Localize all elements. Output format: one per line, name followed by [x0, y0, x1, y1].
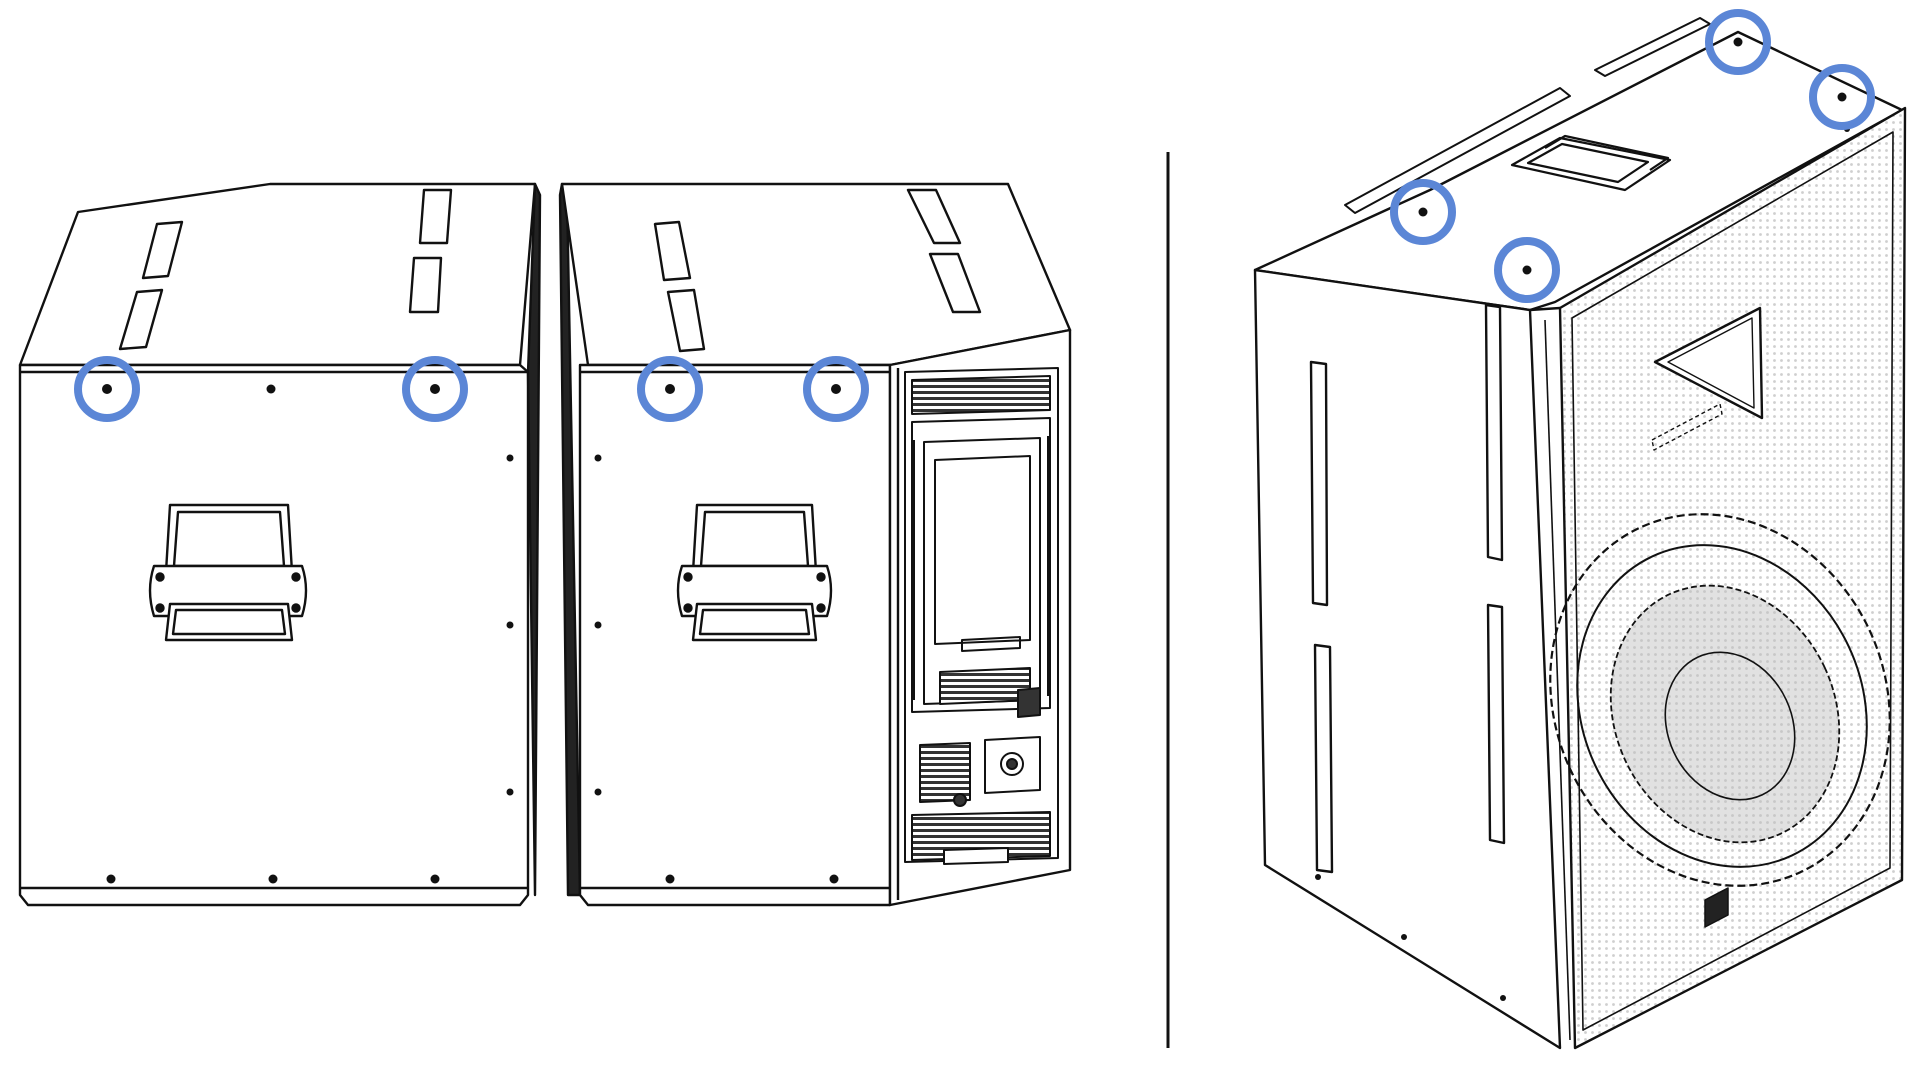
screw-hole-icon [430, 874, 440, 884]
screw-hole-icon [829, 874, 839, 884]
highlight-ring-icon [1705, 9, 1771, 75]
rear-handle [676, 503, 833, 642]
screw-hole-icon [1522, 265, 1532, 275]
highlight-ring-icon [1809, 64, 1875, 130]
iso-screw-holes [1315, 37, 1850, 1001]
highlight-ring-icon [637, 356, 703, 422]
highlight-ring-icon [402, 356, 468, 422]
screw-hole-icon [594, 788, 602, 796]
screw-hole-icon [665, 384, 675, 394]
iso-callouts [1390, 9, 1875, 303]
screw-hole-icon [1315, 874, 1321, 880]
side-screw-holes [102, 384, 514, 884]
rear-screw-holes [594, 384, 841, 884]
speaker-isometric-view [1253, 17, 1907, 1050]
speaker-side-view [18, 182, 542, 907]
screw-hole-icon [1837, 92, 1847, 102]
screw-hole-icon [1401, 934, 1407, 940]
highlight-ring-icon [74, 356, 140, 422]
screw-hole-icon [594, 621, 602, 629]
screw-hole-icon [268, 874, 278, 884]
screw-hole-icon [430, 384, 440, 394]
side-handle [148, 503, 308, 642]
highlight-ring-icon [1390, 179, 1456, 245]
screw-hole-icon [665, 874, 675, 884]
screw-hole-icon [266, 384, 276, 394]
woofer [1549, 513, 1891, 887]
screw-hole-icon [106, 874, 116, 884]
screw-hole-icon [594, 454, 602, 462]
screw-hole-icon [831, 384, 841, 394]
speaker-rear-view [558, 182, 1072, 907]
screw-hole-icon [506, 621, 514, 629]
screw-hole-icon [102, 384, 112, 394]
screw-hole-icon [1418, 207, 1428, 217]
screw-hole-icon [1733, 37, 1743, 47]
top-handle [1510, 134, 1672, 192]
rear-callouts [637, 356, 869, 422]
side-slots [1309, 303, 1506, 874]
highlight-ring-icon [1494, 237, 1560, 303]
side-callouts [74, 356, 468, 422]
highlight-ring-icon [803, 356, 869, 422]
screw-hole-icon [1500, 995, 1506, 1001]
top-slots [118, 188, 453, 351]
top-slots [653, 188, 982, 353]
screw-hole-icon [506, 788, 514, 796]
screw-hole-icon [506, 454, 514, 462]
amplifier-panel [904, 367, 1059, 865]
